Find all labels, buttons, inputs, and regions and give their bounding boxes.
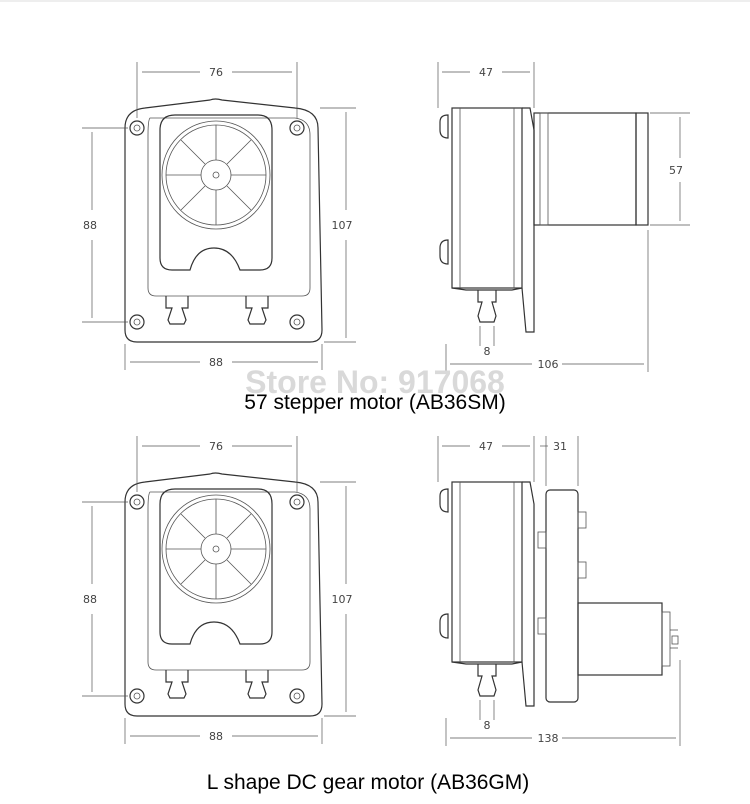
dc-motor — [577, 602, 663, 676]
dim-side-port: 8 — [484, 345, 491, 358]
stepper-motor — [533, 112, 637, 226]
dim-front-left-height: 88 — [83, 219, 97, 232]
dim-front-right-height: 107 — [332, 219, 353, 232]
front-view-bottom — [81, 435, 357, 745]
side-view-bottom — [437, 435, 681, 746]
dim-side-top-offset: 31 — [553, 440, 567, 453]
dim-front-top-width: 76 — [209, 66, 223, 79]
dim-side-port: 8 — [484, 719, 491, 732]
dim-side-top-depth: 47 — [479, 66, 493, 79]
dim-front-bottom-width: 88 — [209, 730, 223, 743]
gear-plate — [545, 489, 579, 703]
dim-side-bottom-length: 138 — [538, 732, 559, 745]
caption-bottom: L shape DC gear motor (AB36GM) — [207, 771, 530, 794]
dim-side-bottom-length: 106 — [538, 358, 559, 371]
dim-front-left-height: 88 — [83, 593, 97, 606]
dim-side-top-depth: 47 — [479, 440, 493, 453]
caption-top: 57 stepper motor (AB36SM) — [244, 391, 505, 414]
dim-side-motor-size: 57 — [669, 164, 683, 177]
store-watermark: Store No: 917068 — [245, 364, 505, 400]
dim-front-bottom-width: 88 — [209, 356, 223, 369]
dim-front-top-width: 76 — [209, 440, 223, 453]
side-view-top — [437, 61, 690, 372]
dim-front-right-height: 107 — [332, 593, 353, 606]
front-view-top — [81, 61, 357, 371]
